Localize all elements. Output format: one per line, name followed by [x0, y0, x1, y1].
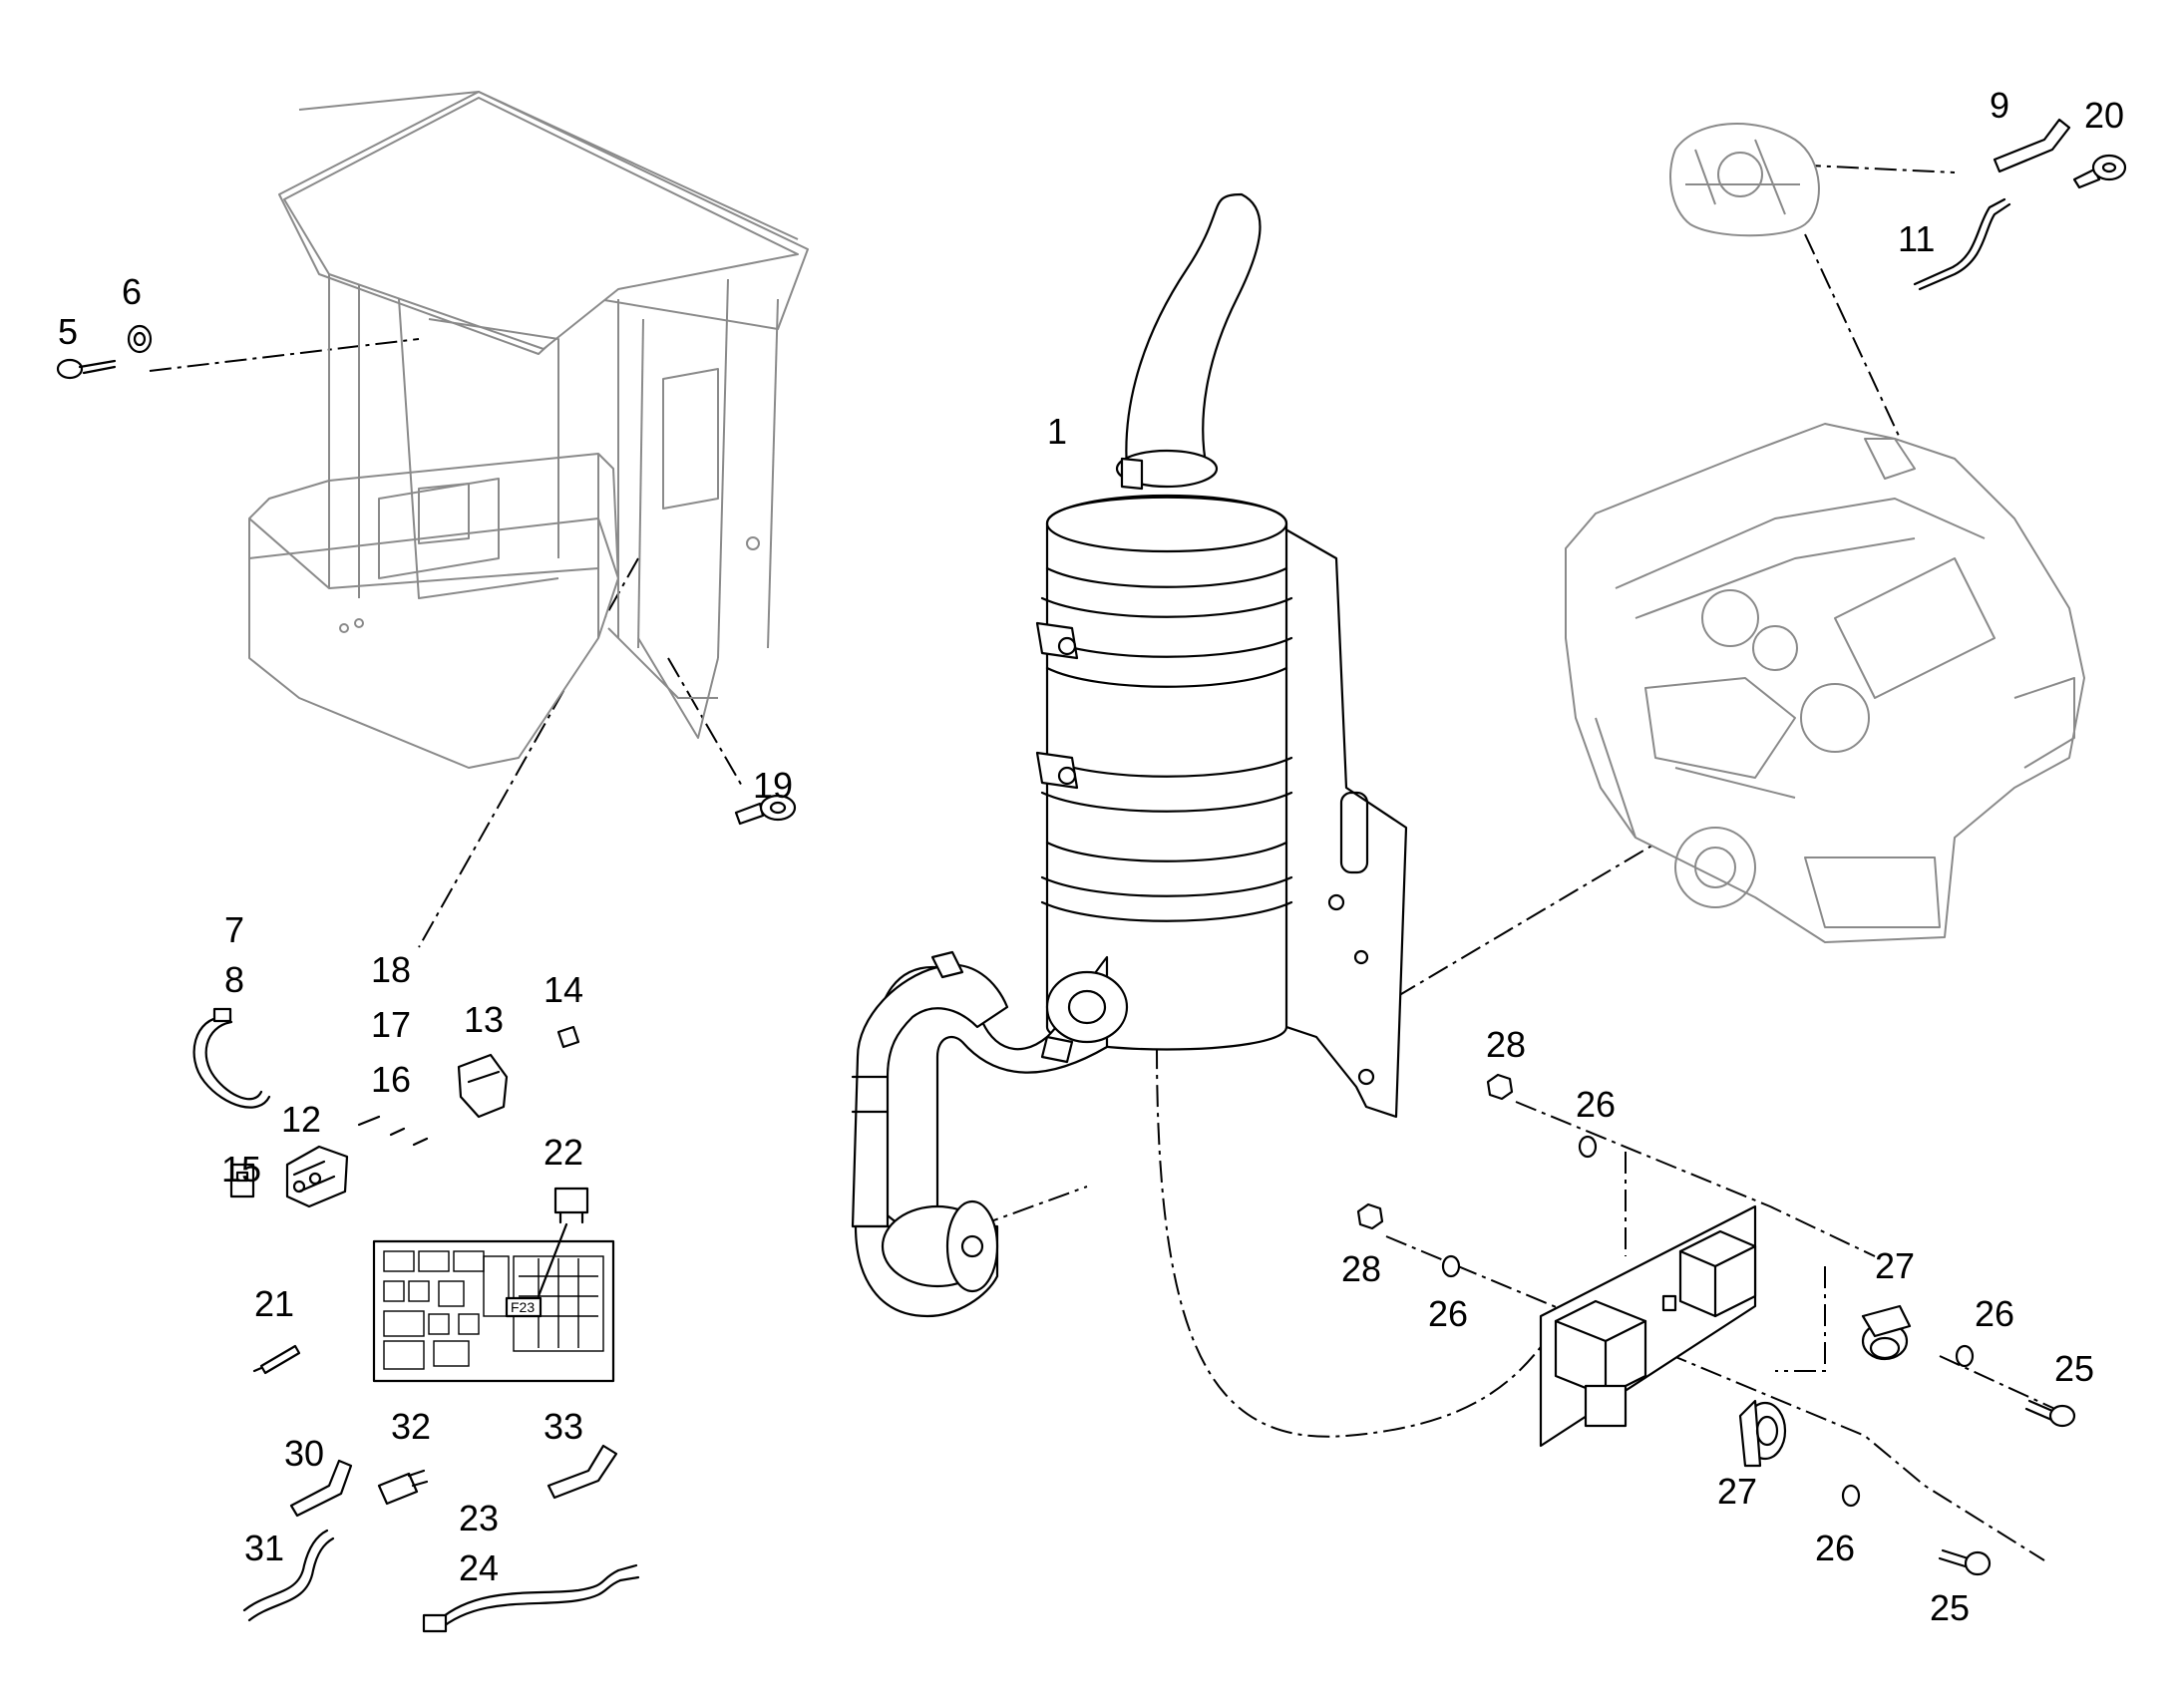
control-box-plate [1539, 1204, 1757, 1448]
callout-25-lower: 25 [1930, 1587, 1970, 1628]
alternator [1669, 123, 1820, 237]
washer-part-26-3 [1955, 1344, 1975, 1368]
callout-labels: 1 5 6 7 8 9 11 12 13 14 15 16 17 18 19 2… [58, 85, 2124, 1628]
callout-23: 23 [459, 1498, 499, 1538]
callout-19: 19 [753, 765, 793, 806]
operator-cab [248, 91, 809, 769]
fuse-label: F23 [511, 1299, 535, 1315]
cable-part-11 [1913, 197, 2011, 291]
callout-28-2: 28 [1341, 1248, 1381, 1289]
washer-part-6 [127, 324, 153, 354]
harness-part-23-24 [422, 1563, 640, 1633]
washer-part-26-4 [1841, 1484, 1861, 1508]
clip-part-14 [556, 1025, 580, 1049]
muffler-assembly [851, 192, 1408, 1318]
callout-26-3: 26 [1975, 1293, 2014, 1334]
connector-part-13 [457, 1053, 509, 1119]
ring-terminal-part-20 [2072, 154, 2127, 189]
callout-22: 22 [544, 1132, 583, 1173]
ring-terminal-part-19 [734, 794, 797, 826]
callout-1: 1 [1047, 411, 1067, 452]
callout-33: 33 [544, 1406, 583, 1447]
fuse-part-22 [553, 1187, 589, 1224]
sleeve-part-33 [546, 1444, 618, 1500]
sleeve-part-30 [289, 1459, 353, 1518]
callout-16: 16 [371, 1059, 411, 1100]
callout-26-4: 26 [1815, 1528, 1855, 1568]
nut-part-28-1 [1486, 1073, 1514, 1101]
bolt-part-25-lower [1938, 1548, 1992, 1576]
splice-part-32 [377, 1469, 429, 1506]
sleeve-part-9 [1993, 118, 2071, 173]
callout-9: 9 [1990, 85, 2009, 126]
connector-housing-part-12 [285, 1145, 349, 1208]
callout-27-lower: 27 [1717, 1471, 1757, 1512]
screw-part-5 [56, 358, 117, 380]
washer-part-26-1 [1578, 1135, 1598, 1159]
callout-20: 20 [2084, 95, 2124, 136]
washer-part-26-2 [1441, 1254, 1461, 1278]
nut-part-28-2 [1356, 1202, 1384, 1230]
callout-14: 14 [544, 969, 583, 1010]
callout-7: 7 [224, 909, 244, 950]
engine [1565, 423, 2085, 943]
grommet-part-27-upper [1861, 1304, 1912, 1361]
pins-part-16-17 [357, 1115, 429, 1147]
callout-13: 13 [464, 999, 504, 1040]
callout-28-1: 28 [1486, 1024, 1526, 1065]
callout-18: 18 [371, 949, 411, 990]
callout-6: 6 [122, 271, 142, 312]
sensor-part-21 [252, 1344, 301, 1375]
callout-12: 12 [281, 1099, 321, 1140]
fuse-box-board: F23 [372, 1222, 615, 1383]
callout-15: 15 [221, 1149, 261, 1190]
callout-24: 24 [459, 1547, 499, 1588]
bolt-part-25-upper [2024, 1399, 2076, 1428]
callout-25-upper: 25 [2054, 1348, 2094, 1389]
cable-part-31 [242, 1529, 335, 1622]
callout-17: 17 [371, 1004, 411, 1045]
grommet-part-27-lower [1738, 1399, 1787, 1468]
seal-part-15 [229, 1163, 255, 1198]
callout-11: 11 [1898, 218, 1935, 259]
callout-8: 8 [224, 959, 244, 1000]
callout-32: 32 [391, 1406, 431, 1447]
callout-21: 21 [254, 1283, 294, 1324]
callout-26-1: 26 [1576, 1084, 1616, 1125]
callout-30: 30 [284, 1433, 324, 1474]
cable-tie-part-7-8 [192, 1007, 271, 1109]
callout-5: 5 [58, 311, 78, 352]
callout-27-upper: 27 [1875, 1245, 1915, 1286]
callout-31: 31 [244, 1528, 284, 1568]
callout-26-2: 26 [1428, 1293, 1468, 1334]
